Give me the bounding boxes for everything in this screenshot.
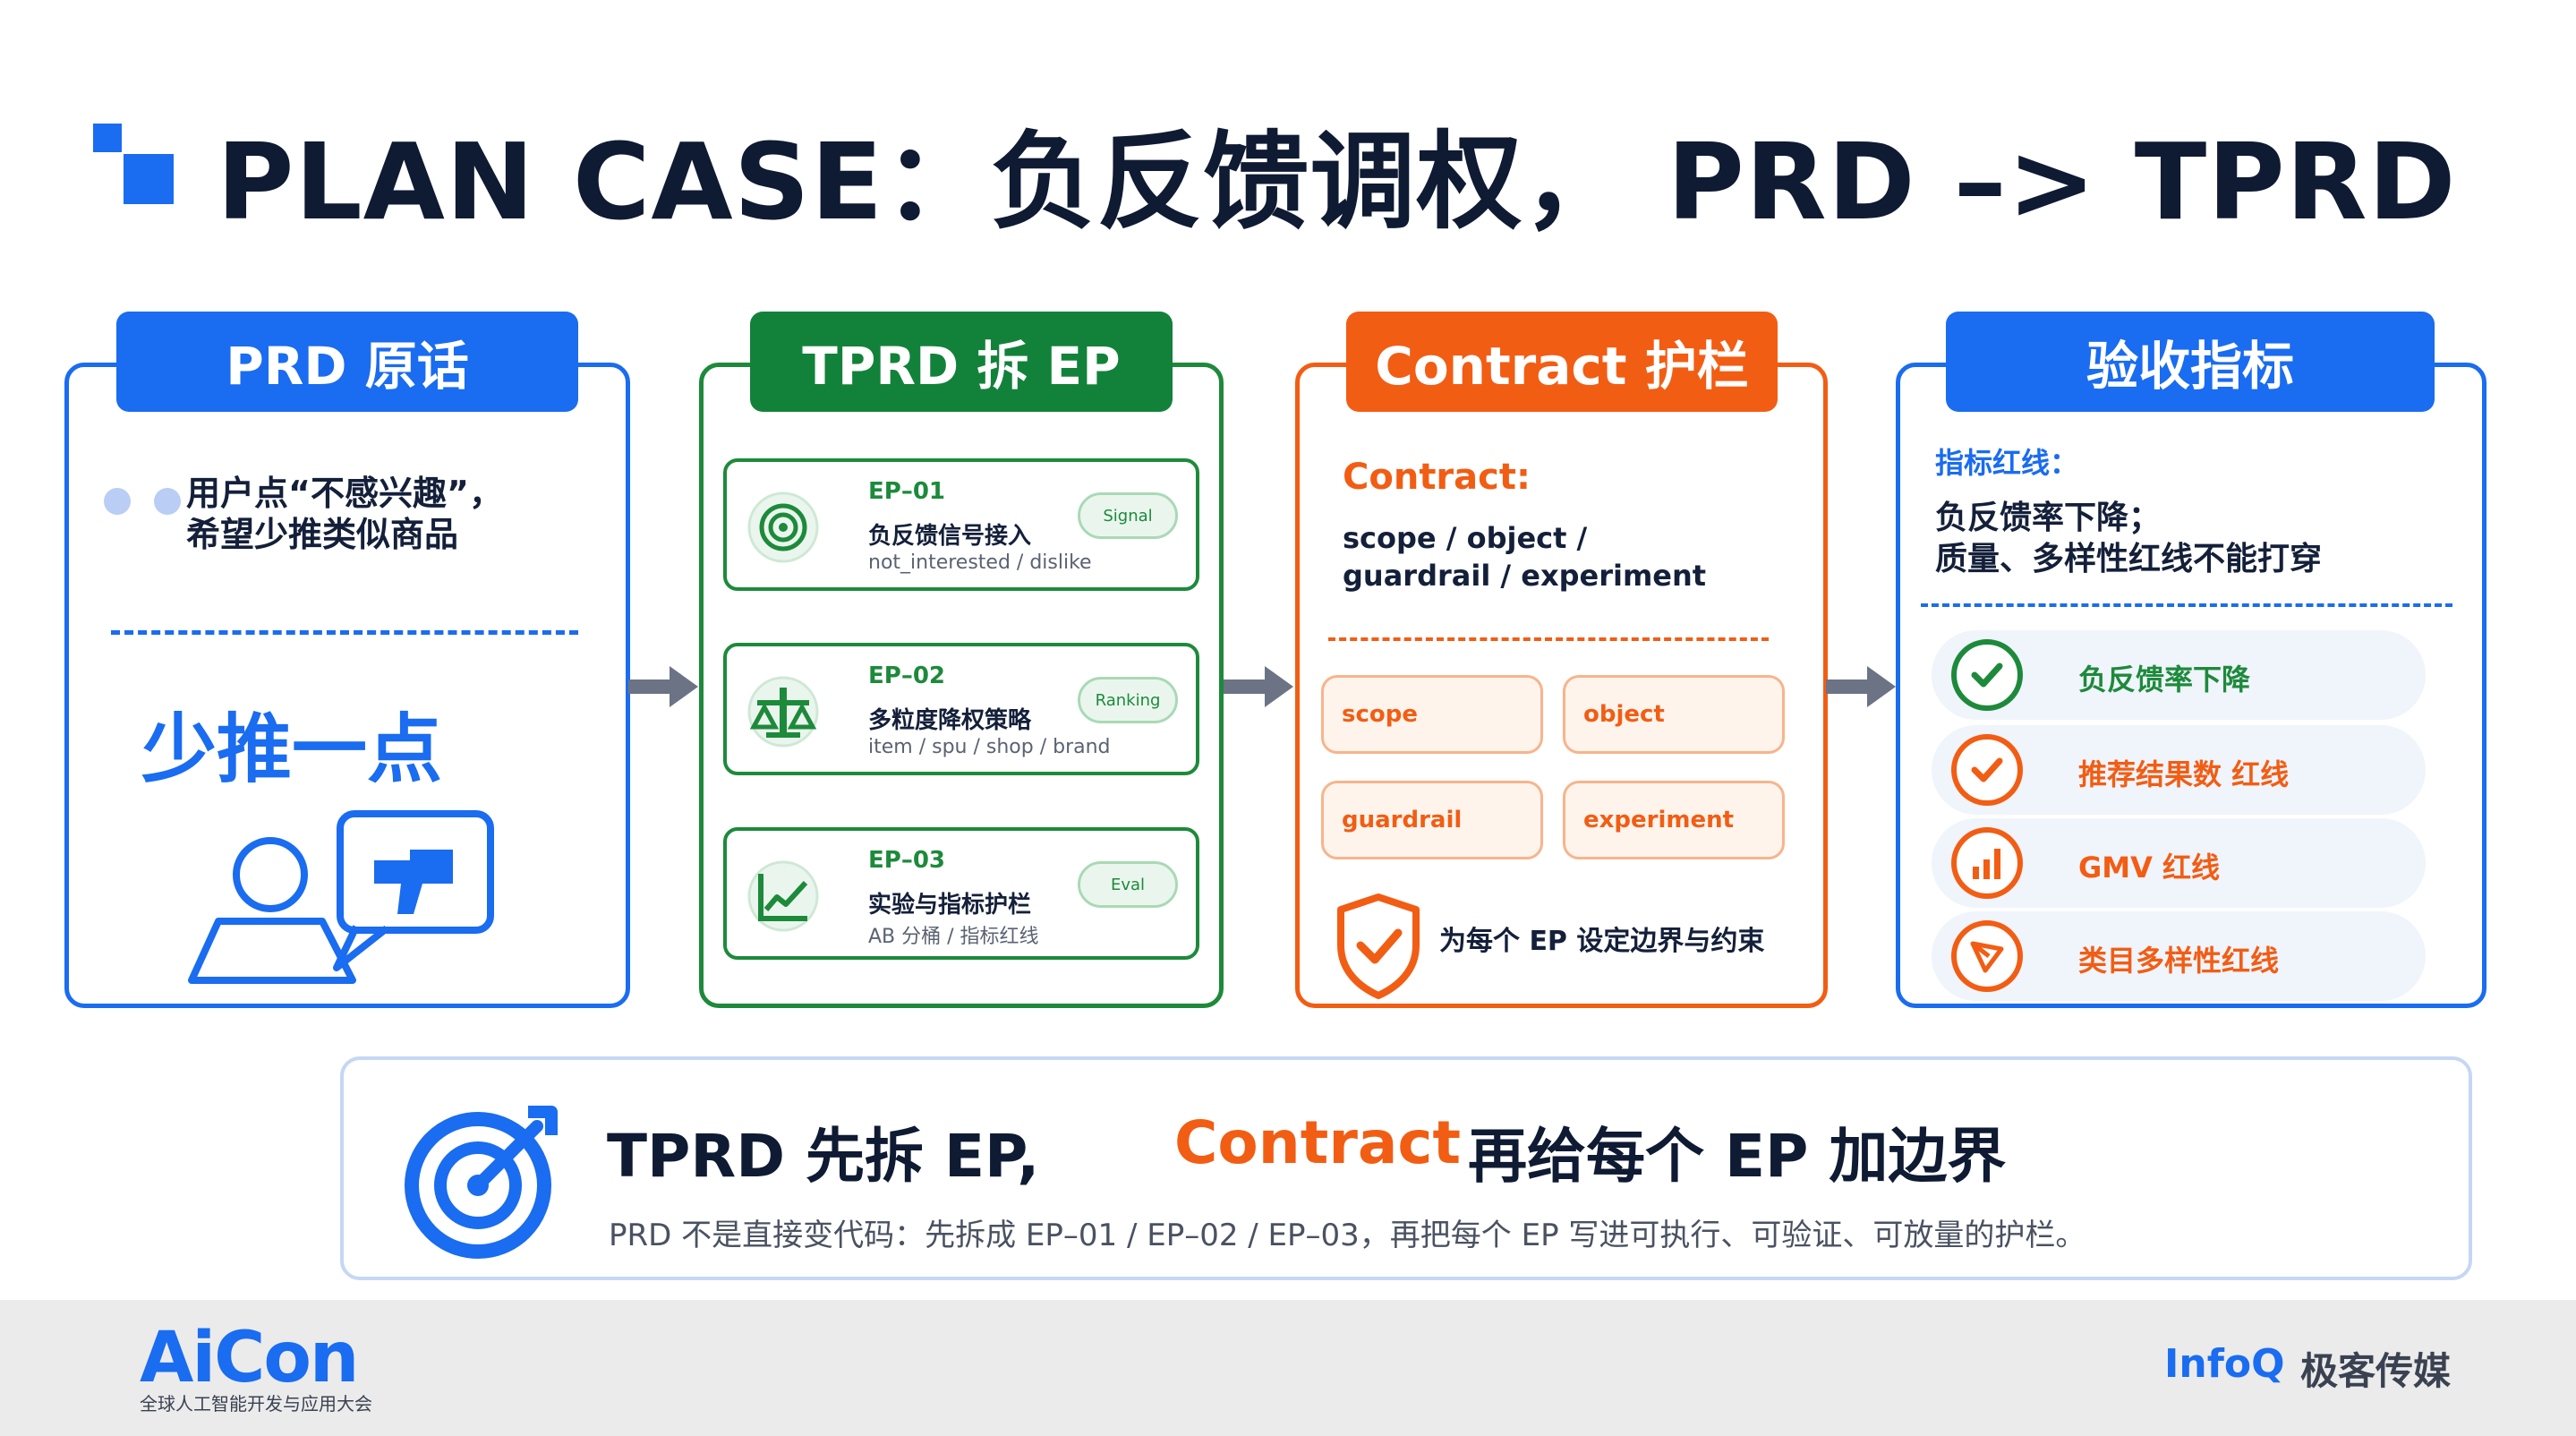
scale-icon [747,676,819,748]
metric-item: GMV 红线 [1932,818,2426,908]
triangle-icon [1951,920,2023,992]
metric-label: GMV 红线 [2078,850,2221,885]
metric-label: 推荐结果数 红线 [2078,757,2290,791]
aicon-subtitle: 全球人工智能开发与应用大会 [140,1393,372,1415]
infoq-cn-name: 极客传媒 [2300,1349,2452,1393]
divider [1328,637,1769,641]
card-tprd-header: TPRD 拆 EP [750,312,1173,412]
ep-name: 负反馈信号接入 [868,523,1032,550]
summary-part3: 再给每个 EP 加边界 [1468,1122,2007,1191]
prd-quote: 用户点“不感兴趣”， 希望少推类似商品 [186,474,503,554]
ep-tag: Signal [1078,492,1178,539]
summary-box [340,1056,2472,1280]
acceptance-text: 负反馈率下降； 质量、多样性红线不能打穿 [1935,500,2323,577]
card-acceptance-header: 验收指标 [1946,312,2435,412]
metric-label: 类目多样性红线 [2078,944,2280,978]
line-chart-icon [747,860,819,932]
ep-sub: not_interested / dislike [868,551,1092,574]
summary-part1: TPRD 先拆 EP, [607,1122,1040,1191]
check-icon [1951,639,2023,711]
divider [111,630,578,635]
ep-item: EP–02 多粒度降权策略 item / spu / shop / brand … [723,643,1199,775]
ep-item: EP–01 负反馈信号接入 not_interested / dislike S… [723,458,1199,591]
arrow-right-icon [1826,666,1896,707]
metric-item: 推荐结果数 红线 [1932,725,2426,815]
page-title: PLAN CASE：负反馈调权， PRD –> TPRD [217,120,2457,244]
ep-tag: Ranking [1078,677,1178,723]
chip-scope: scope [1321,675,1543,754]
title-decoration-icon [93,124,174,204]
contract-label: Contract: [1343,457,1531,498]
user-feedback-icon [188,810,494,984]
summary-part2: Contract [1174,1108,1462,1177]
acceptance-label: 指标红线： [1935,446,2079,480]
chip-guardrail: guardrail [1321,781,1543,859]
ep-item: EP–03 实验与指标护栏 AB 分桶 / 指标红线 Eval [723,827,1199,960]
check-icon [1951,734,2023,806]
card-prd [64,363,630,1008]
bar-chart-icon [1951,827,2023,899]
divider [1921,603,2452,607]
ep-code: EP–01 [868,478,945,505]
metric-label: 负反馈率下降 [2078,662,2251,697]
chip-experiment: experiment [1563,781,1785,859]
target-icon [405,1106,558,1259]
quote-dots-icon [104,488,184,515]
ep-code: EP–03 [868,847,945,874]
metric-item: 类目多样性红线 [1932,911,2426,1001]
ep-sub: item / spu / shop / brand [868,736,1111,758]
footer [0,1300,2576,1436]
prd-big-text: 少推一点 [141,705,443,793]
infoq-logo: InfoQ [2164,1341,2285,1387]
summary-detail: PRD 不是直接变代码：先拆成 EP–01 / EP–02 / EP–03，再把… [609,1218,2086,1253]
card-prd-header: PRD 原话 [116,312,578,412]
contract-note: 为每个 EP 设定边界与约束 [1439,926,1765,957]
ep-name: 多粒度降权策略 [868,707,1032,734]
aicon-logo: AiCon [140,1318,359,1398]
arrow-right-icon [628,666,698,707]
ep-sub: AB 分桶 / 指标红线 [868,926,1039,948]
chip-object: object [1563,675,1785,754]
radar-icon [747,491,819,563]
ep-name: 实验与指标护栏 [868,892,1032,919]
contract-text: scope / object / guardrail / experiment [1343,521,1707,593]
ep-tag: Eval [1078,861,1178,908]
card-contract-header: Contract 护栏 [1346,312,1778,412]
metric-item: 负反馈率下降 [1932,630,2426,720]
arrow-right-icon [1224,666,1293,707]
ep-code: EP–02 [868,662,945,689]
shield-check-icon [1337,893,1420,999]
